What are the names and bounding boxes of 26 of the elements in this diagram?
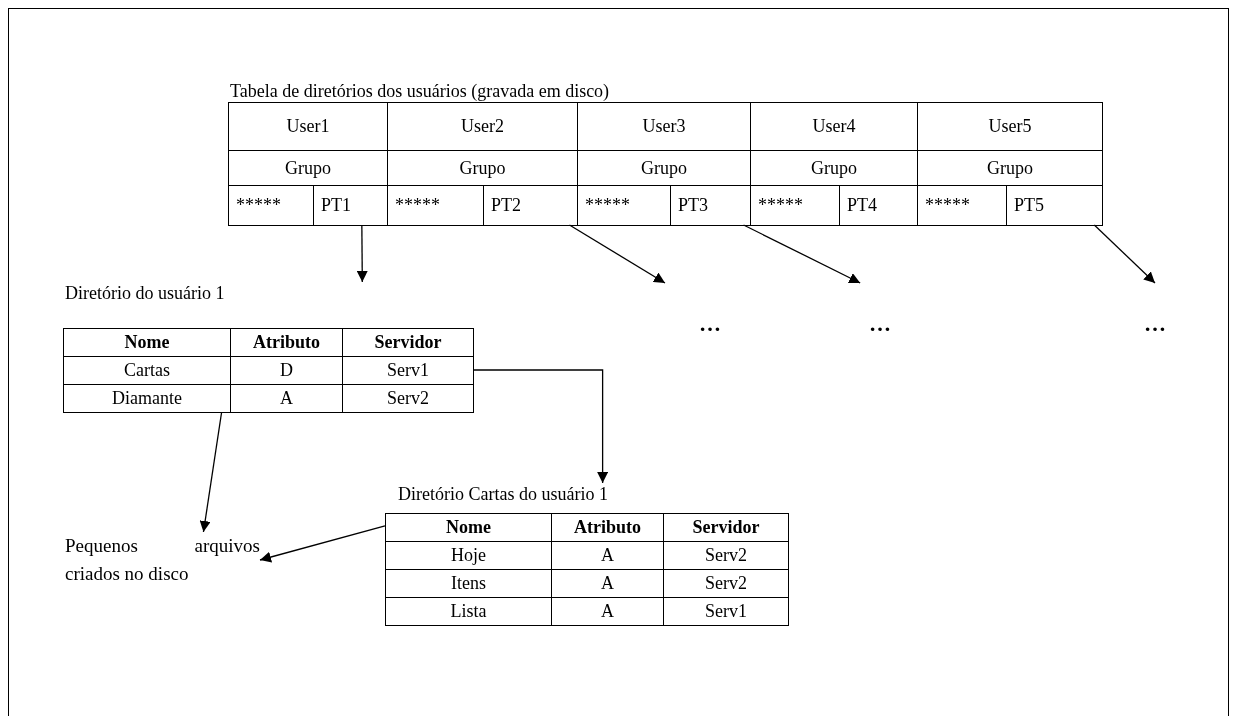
header-cell: Servidor (342, 328, 474, 357)
ellipsis: … (850, 283, 910, 335)
table-title: Tabela de diretórios dos usuários (gravada em disco) (230, 80, 610, 102)
arrow (472, 369, 609, 484)
header-cell: Nome (385, 513, 552, 542)
arrow (1093, 224, 1156, 284)
table-cell: PT5 (1006, 185, 1103, 226)
table-cell: Serv2 (342, 384, 474, 413)
table-title: Diretório Cartas do usuário 1 (398, 483, 608, 505)
table-cell: Lista (385, 597, 552, 626)
arrow (356, 224, 368, 283)
header-cell: Servidor (663, 513, 789, 542)
note-text: Pequenos arquivos criados no disco (65, 532, 260, 588)
table-cell: Diamante (63, 384, 231, 413)
arrow (259, 525, 386, 563)
table-cell: Serv1 (663, 597, 789, 626)
arrow (199, 411, 223, 533)
table-cell: ***** (228, 185, 314, 226)
table-cell: User1 (228, 102, 388, 151)
header-cell: Nome (63, 328, 231, 357)
arrow (568, 224, 666, 284)
ellipsis: … (660, 283, 760, 335)
table-cell: User5 (917, 102, 1103, 151)
arrow (742, 224, 861, 284)
ellipsis: … (1125, 283, 1185, 335)
table-title: Diretório do usuário 1 (65, 282, 225, 304)
